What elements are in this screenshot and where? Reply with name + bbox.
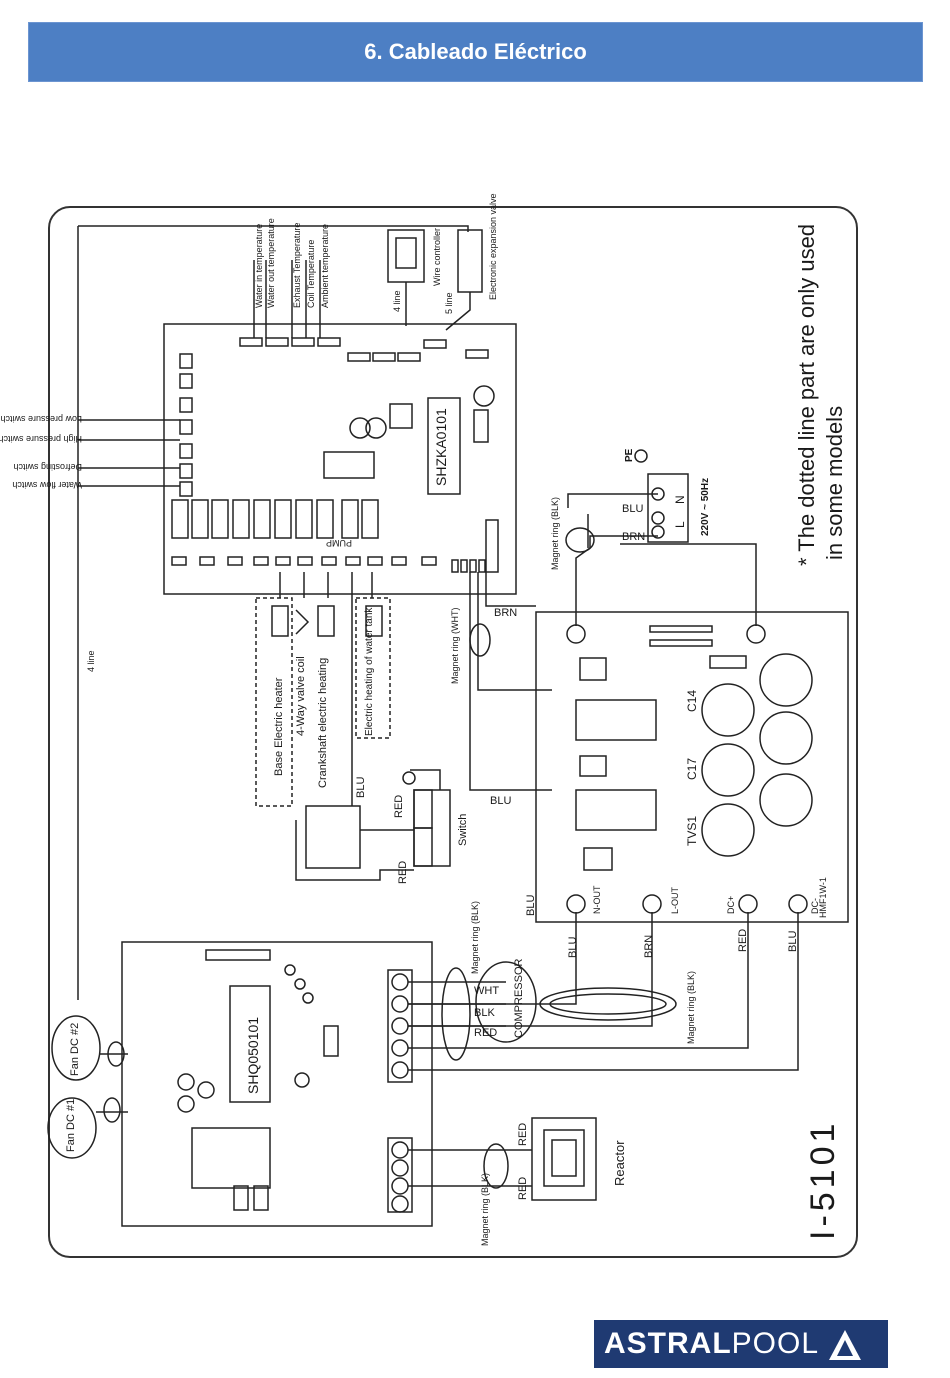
wire-blu-3: BLU [787, 931, 799, 952]
wire-blu-4: BLU [355, 777, 367, 798]
compressor-label: COMPRESSOR [513, 958, 525, 1038]
power-brn-label: BRN [622, 531, 645, 543]
relay-row [171, 499, 379, 539]
filter-term-nout: N-OUT [592, 885, 602, 914]
five-line-label: 5 line [444, 292, 454, 314]
drive-board [121, 941, 433, 1227]
wire-controller-label: Wire controller [432, 228, 442, 286]
main-control-board [163, 323, 517, 595]
filter-term-dcminus: DC- [810, 898, 820, 914]
pump-label: PUMP [326, 538, 352, 548]
fan-dc-2 [51, 1015, 101, 1081]
wire-blu-5: BLU [525, 895, 537, 916]
wire-red-reactor-2: RED [517, 1177, 529, 1200]
switch-label-water-flow: Water flow switch [12, 480, 82, 490]
switch-label-low: Low pressure switch [0, 414, 82, 424]
magnet-ring-wht-label: Magnet ring (WHT) [450, 607, 460, 684]
filter-part-t2: TVS1 [685, 816, 699, 846]
output-label-crankshaft: Crankshaft electric heating [317, 658, 329, 788]
model-number: I-5101 [804, 1120, 842, 1240]
filter-board-code: HMF1W-1 [818, 877, 828, 918]
magnet-ring-blk-label-comp: Magnet ring (BLK) [470, 901, 480, 974]
wire-red-3: RED [737, 929, 749, 952]
filter-part-c14: C14 [685, 690, 699, 712]
power-blu-label: BLU [622, 503, 643, 515]
magnet-ring-blk-label-top: Magnet ring (BLK) [550, 497, 560, 570]
wire-red-reactor-1: RED [517, 1123, 529, 1146]
four-line-label: 4 line [392, 290, 402, 312]
switch-label: Switch [457, 814, 469, 846]
four-line-left-label: 4 line [86, 650, 96, 672]
sensor-label-3: Exhaust Temperature [292, 223, 302, 308]
wire-wht-comp: WHT [474, 985, 499, 997]
fan1-label: Fan DC #1 [65, 1099, 77, 1152]
magnet-ring-blk-label-dc: Magnet ring (BLK) [686, 971, 696, 1044]
filter-term-dcplus: DC+ [726, 896, 736, 914]
sensor-connectors [239, 337, 489, 362]
filter-term-lout: L-OUT [670, 886, 680, 914]
power-pe-label: PE [624, 448, 635, 462]
filter-part-c17: C17 [685, 758, 699, 780]
wire-brn-1: BRN [494, 607, 517, 619]
switch-label-defrost: Defrosting switch [13, 462, 82, 472]
power-spec-label: 220V ~ 50Hz [700, 478, 711, 536]
main-board-code: SHZKA0101 [433, 408, 449, 486]
filter-board [535, 611, 849, 923]
page-title: 6. Cableado Eléctrico [364, 39, 587, 64]
power-terminal-n: N [673, 495, 687, 504]
logo-text-astral: ASTRAL [604, 1327, 732, 1360]
reactor-label: Reactor [612, 1140, 627, 1186]
sensor-label-4: Coil Temperature [306, 240, 316, 308]
wiring-diagram-frame [48, 206, 858, 1258]
astralpool-mark-icon [829, 1330, 862, 1360]
electronic-expansion-valve [457, 229, 483, 293]
reactor [531, 1117, 597, 1201]
magnet-ring-blk-label-reactor: Magnet ring (BLK) [480, 1173, 490, 1246]
wire-red-1: RED [393, 795, 405, 818]
sensor-label-1: Water in temperature [254, 224, 264, 308]
page-header: 6. Cableado Eléctrico [28, 22, 923, 82]
sensor-label-5: Ambient temperature [320, 224, 330, 308]
astralpool-logo: ASTRAL POOL [594, 1320, 888, 1368]
logo-text-pool: POOL [731, 1327, 820, 1360]
fan2-label: Fan DC #2 [69, 1023, 81, 1076]
switch-label-high: High pressure switch [0, 434, 82, 444]
output-label-water-tank: Electric heating of water tank [364, 607, 375, 736]
wire-blk-comp: BLK [474, 1007, 495, 1019]
wire-brn-2: BRN [643, 935, 655, 958]
eev-label: Electronic expansion valve [488, 193, 498, 300]
compressor [475, 961, 537, 1043]
fan-dc-1 [47, 1097, 97, 1159]
output-label-4way: 4-Way valve coil [295, 656, 307, 736]
power-terminal-l: L [673, 521, 687, 528]
dotted-line-note-2: in some models [822, 406, 847, 560]
wire-blu-2: BLU [567, 937, 579, 958]
output-label-base-heater: Base Electric heater [273, 677, 285, 776]
drive-board-code: SHQ050101 [245, 1017, 261, 1094]
sensor-label-2: Water out temperature [266, 218, 276, 308]
wire-red-comp: RED [474, 1027, 497, 1039]
wire-red-2: RED [397, 861, 409, 884]
power-terminal [647, 473, 689, 543]
wire-blu-1: BLU [490, 795, 511, 807]
dotted-line-note-1: * The dotted line part are only used [794, 224, 819, 566]
